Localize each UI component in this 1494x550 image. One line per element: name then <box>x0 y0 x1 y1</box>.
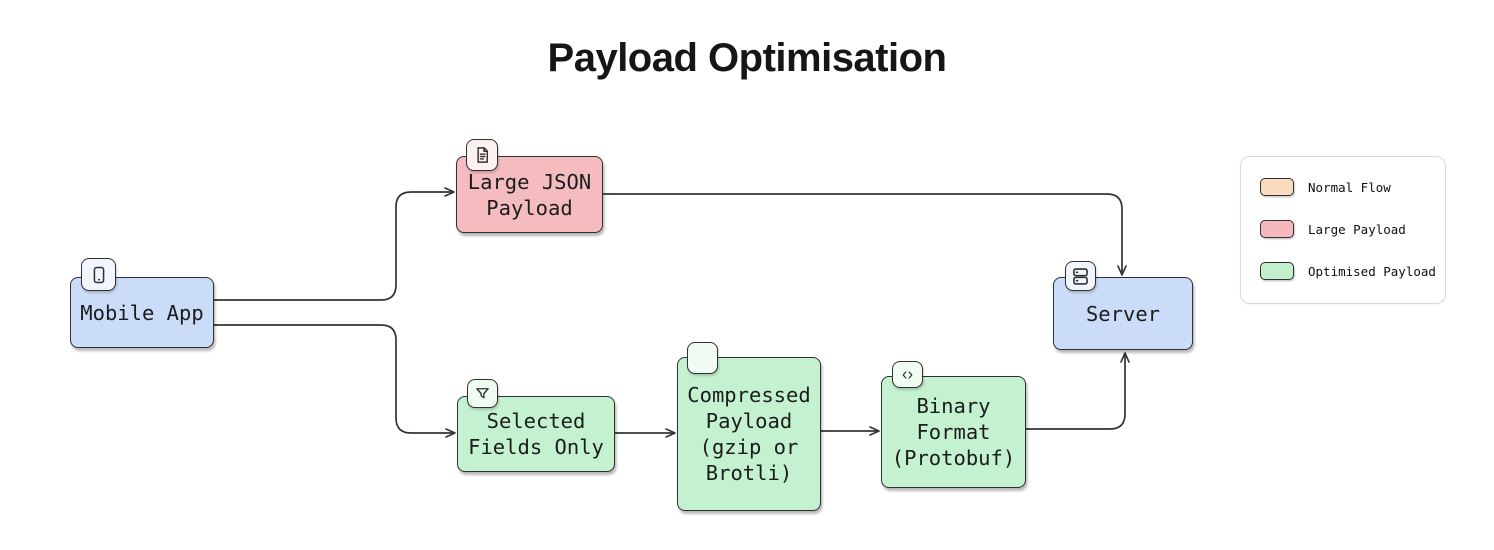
legend-item-normal-flow: Normal Flow <box>1260 178 1391 196</box>
legend-item-large-payload: Large Payload <box>1260 220 1406 238</box>
node-selected-fields-only: Selected Fields Only <box>457 396 615 472</box>
legend-item-optimised-payload: Optimised Payload <box>1260 262 1436 280</box>
legend: Normal Flow Large Payload Optimised Payl… <box>1240 156 1446 304</box>
edge-binary-to-server <box>1026 352 1130 430</box>
smartphone-icon <box>81 258 116 291</box>
edge-large-json-to-server <box>603 193 1127 276</box>
node-label: Selected Fields Only <box>468 409 604 459</box>
node-label: Binary Format (Protobuf) <box>891 394 1016 470</box>
code-icon <box>892 361 923 388</box>
node-binary-format: Binary Format (Protobuf) <box>881 376 1026 488</box>
node-label: Large JSON Payload <box>467 169 592 220</box>
funnel-icon <box>467 379 498 408</box>
legend-label: Normal Flow <box>1308 179 1391 195</box>
server-icon <box>1065 261 1096 291</box>
diagram-title: Payload Optimisation <box>547 36 947 80</box>
node-compressed-payload: Compressed Payload (gzip or Brotli) <box>677 357 821 511</box>
node-mobile-app: Mobile App <box>70 277 214 348</box>
blank-icon <box>687 342 718 374</box>
legend-swatch-normal-flow <box>1260 178 1294 196</box>
node-label: Mobile App <box>80 300 204 325</box>
document-icon <box>466 139 498 171</box>
node-label: Compressed Payload (gzip or Brotli) <box>687 383 811 485</box>
legend-swatch-large-payload <box>1260 220 1294 238</box>
edge-mobile-to-large-json <box>214 187 455 301</box>
edge-mobile-to-selected-fields <box>214 324 456 438</box>
legend-label: Large Payload <box>1308 221 1406 237</box>
legend-label: Optimised Payload <box>1308 263 1436 279</box>
node-label: Server <box>1085 301 1161 326</box>
legend-swatch-optimised-payload <box>1260 262 1294 280</box>
